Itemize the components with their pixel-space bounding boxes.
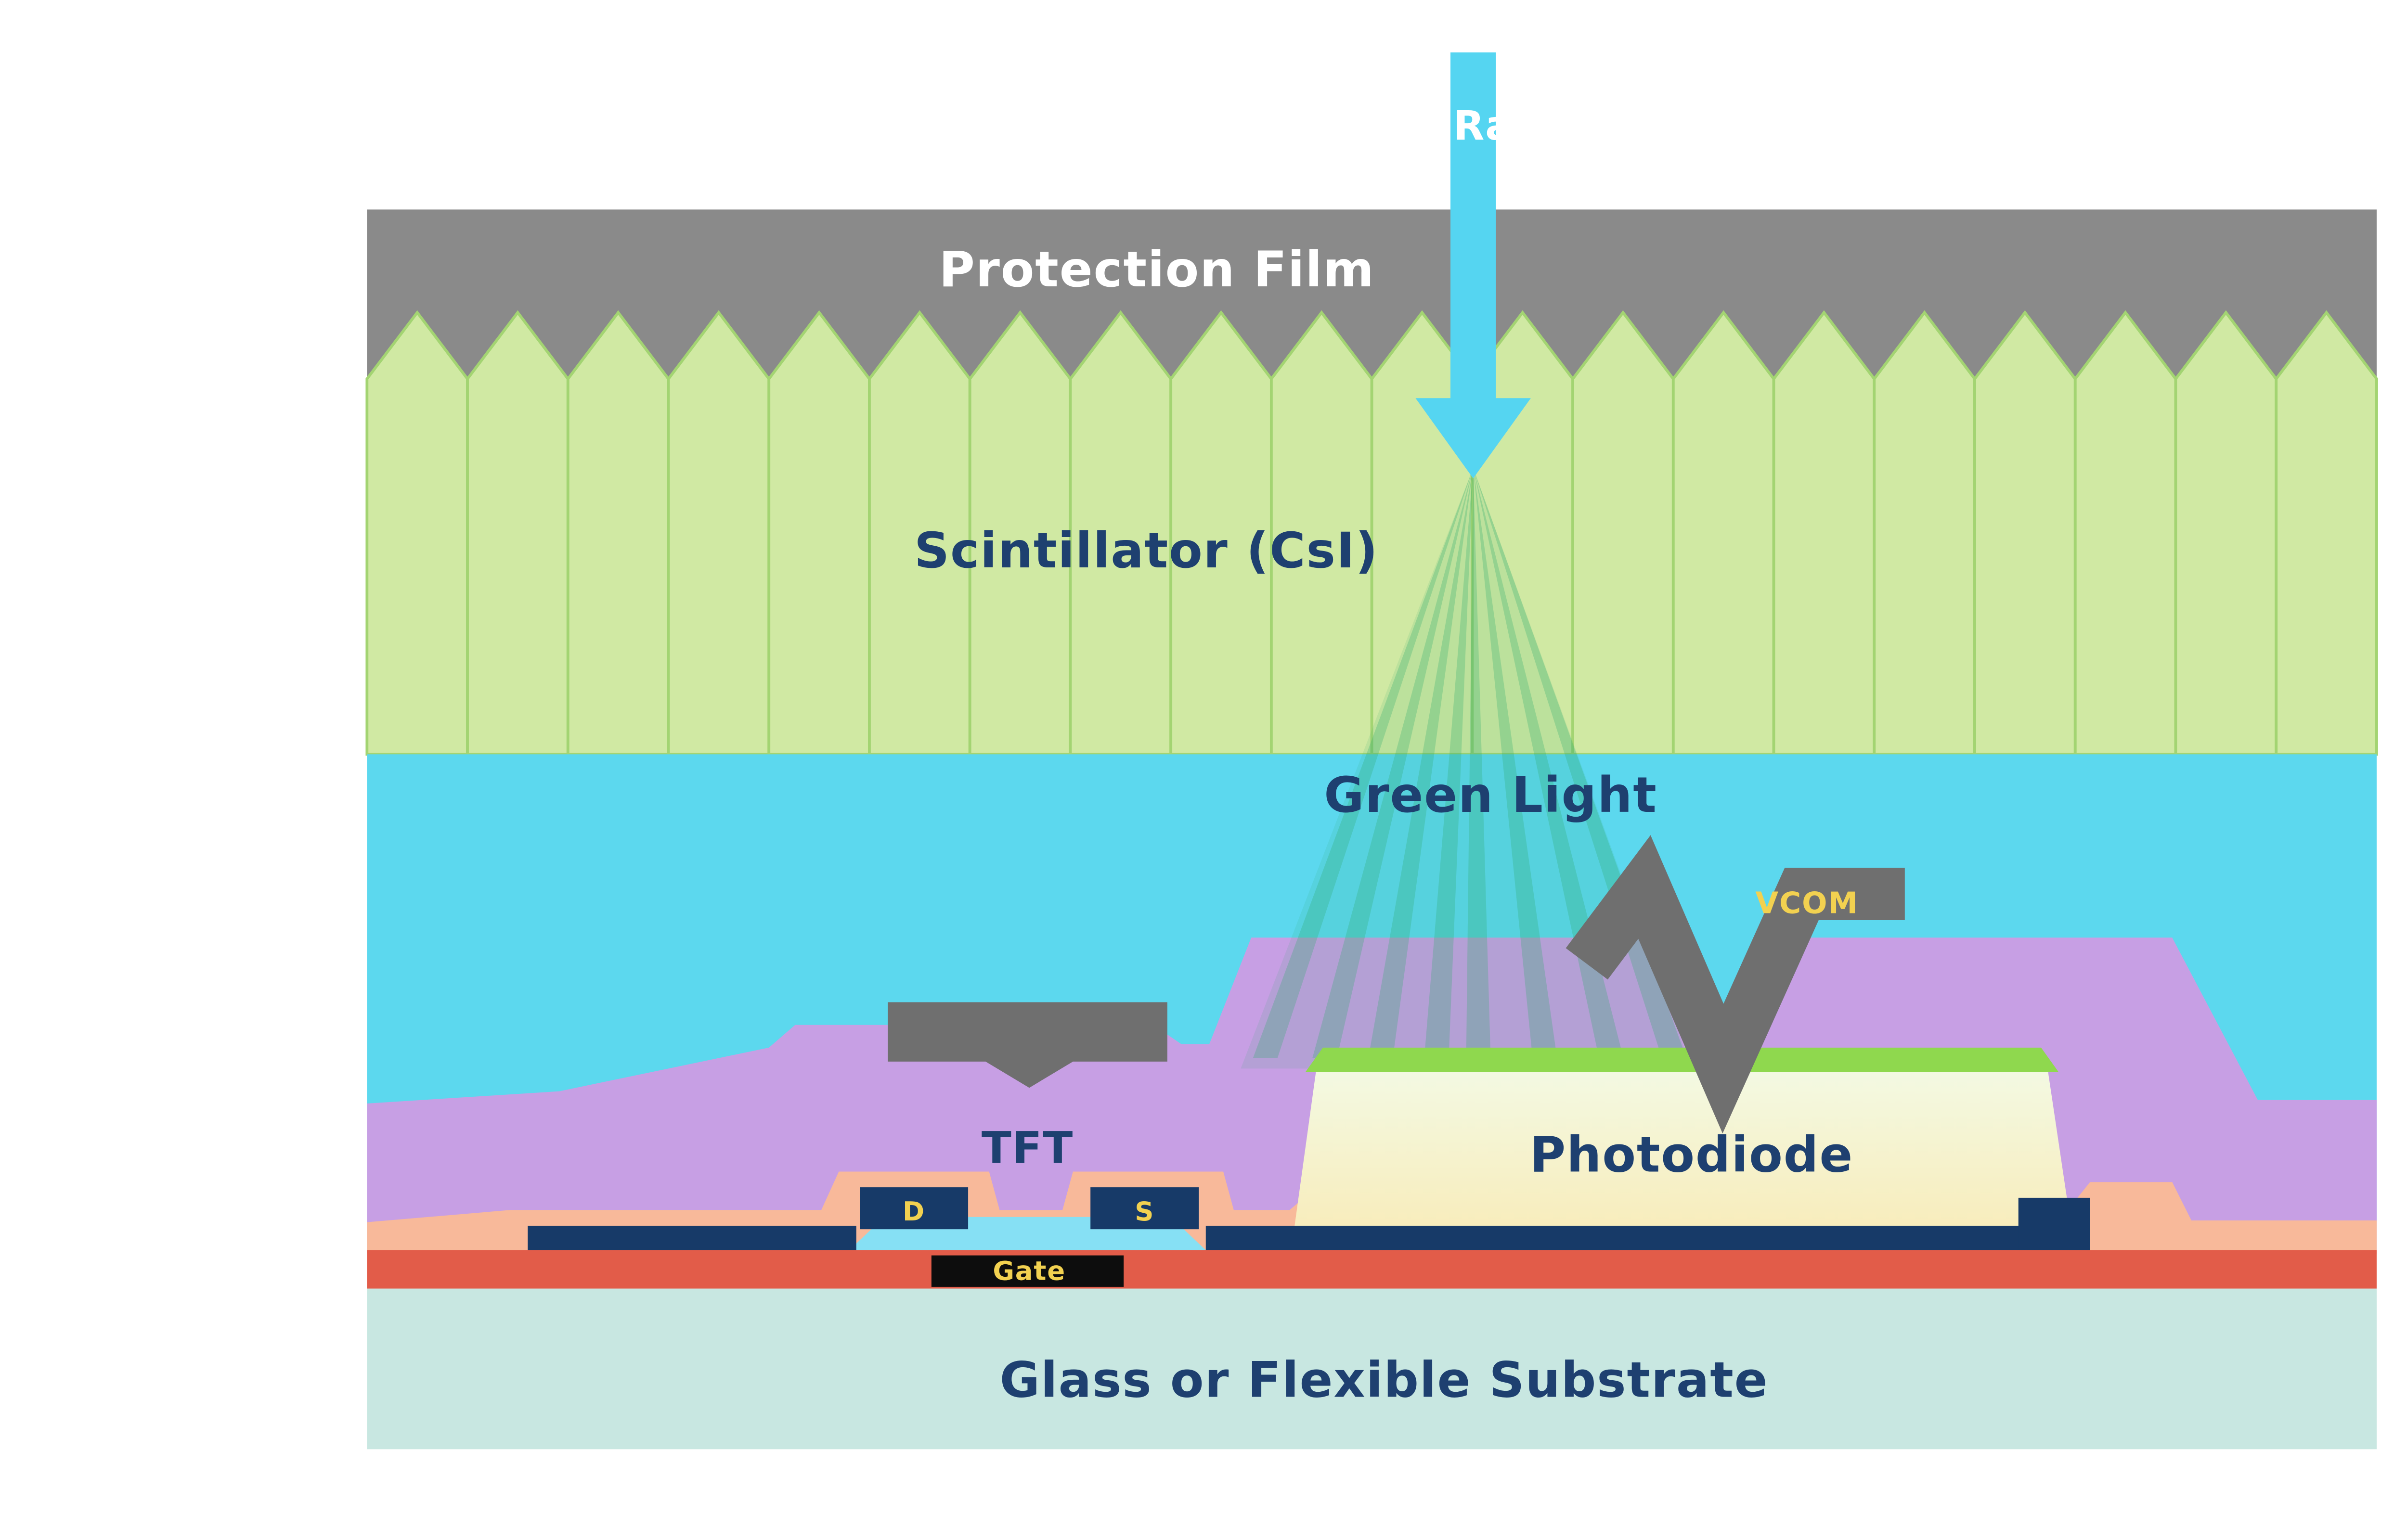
substrate-layer: [367, 1288, 2377, 1450]
scintillator-column: [2275, 310, 2378, 756]
photodiode-top-contact: [1305, 1047, 2059, 1072]
scintillator-column: [566, 310, 670, 756]
photodiode-body: [1293, 1072, 2073, 1236]
drain-label: D: [903, 1196, 925, 1227]
scintillator-columns: [365, 310, 2378, 756]
gate-label: Gate: [993, 1255, 1066, 1286]
substrate-label: Glass or Flexible Substrate: [1000, 1352, 1769, 1409]
xray-arrow: [1415, 52, 1531, 479]
scintillator-column: [667, 310, 771, 756]
xray-label: X-Ray: [1407, 103, 1539, 149]
source-label: S: [1135, 1196, 1154, 1227]
tft-label: TFT: [982, 1123, 1074, 1173]
scintillator-column: [2073, 310, 2177, 756]
green-light-label: Green Light: [1324, 767, 1657, 823]
drain-electrode: [860, 1187, 969, 1230]
source-electrode: [1090, 1187, 1199, 1230]
vcom-label: VCOM: [1755, 886, 1858, 921]
scintillator-column: [1571, 310, 1675, 756]
green-light-ray: [1466, 468, 1491, 1058]
scintillator-column: [1973, 310, 2077, 756]
scintillator-column: [767, 310, 871, 756]
vcom-contact: [1566, 835, 1905, 1134]
protection-film-label: Protection Film: [939, 241, 1374, 298]
scintillator-column: [466, 310, 569, 756]
metal-pad: [888, 1002, 1167, 1088]
scintillator-column: [365, 310, 469, 756]
bottom-electrode: [1205, 1225, 2090, 1250]
scintillator-column: [1772, 310, 1876, 756]
green-light-cone: [1241, 468, 1692, 1069]
green-light-rays: [1241, 468, 1692, 1069]
scintillator-column: [1873, 310, 1976, 756]
photodiode-label: Photodiode: [1530, 1126, 1853, 1183]
gate-insulator-layer: [367, 1250, 2377, 1289]
scintillator-column: [2174, 310, 2278, 756]
scintillator-label: Scintillator (CsI): [914, 522, 1379, 579]
scintillator-column: [1671, 310, 1775, 756]
bottom-electrode-step: [2018, 1197, 2090, 1250]
data-line-left: [528, 1225, 856, 1250]
gate-metal: [931, 1255, 1124, 1287]
